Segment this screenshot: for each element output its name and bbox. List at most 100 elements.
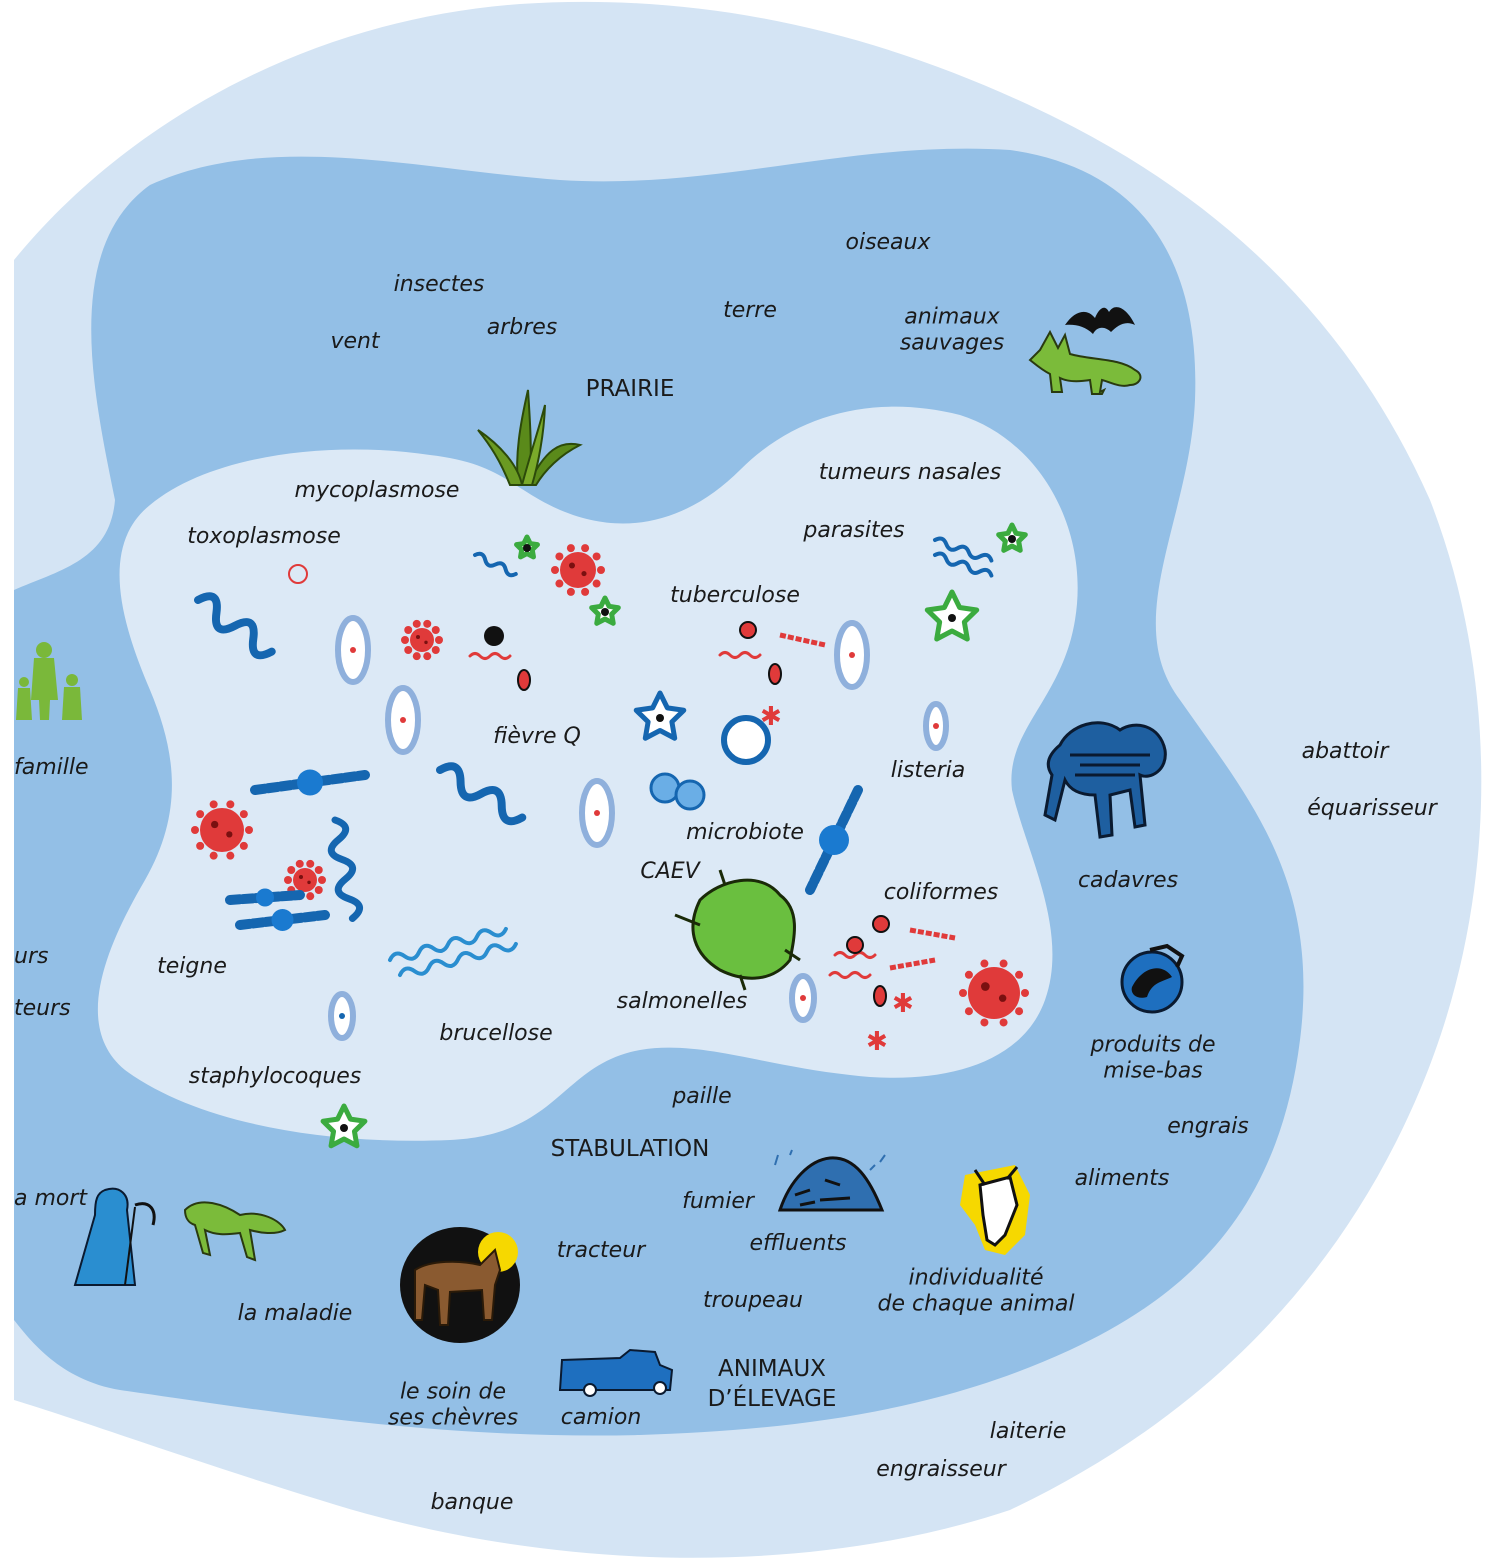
red-wave-2 [718,651,762,659]
label-mycoplasmose: mycoplasmose [294,477,460,503]
spore-6 [846,936,864,954]
virus-4 [293,868,317,892]
pathogen-illustrations: ✱✱✱ [191,522,1029,1149]
label-abattoir: abattoir [1301,738,1389,764]
cell-5-nucleus [933,723,939,729]
virus-2-spike [412,619,421,628]
cell-1-nucleus [350,647,356,653]
label-fievre-q: fièvre Q [493,723,581,749]
label-soin-chevres: le soin de ses chèvres [388,1380,518,1433]
virus-1-spike [566,544,575,553]
virus-1-spot [569,562,575,569]
bat-icon [1065,307,1135,334]
virus-5-spike [1015,1007,1024,1016]
spirochete-small-2 [933,536,994,563]
virus-5-spike [980,1018,989,1027]
spirochete-small-3 [933,551,994,578]
label-equarisseur: équarisseur [1307,795,1437,821]
virus-4-spike [295,859,304,868]
caev-virus-spikes [674,869,801,991]
virus-5-spike [964,970,973,979]
label-animaux-sauvages-line1: animaux [904,304,1000,330]
red-asterisk-3: ✱ [866,1027,888,1057]
label-engraisseur: engraisseur [876,1456,1006,1482]
label-individualite-line2: de chaque animal [877,1292,1075,1317]
spirochete-5 [398,941,518,977]
truck-icon [558,1348,674,1397]
bacteria-chain-4-node [819,825,849,855]
spirochete-2 [436,762,527,826]
label-insectes: insectes [393,271,485,297]
virus-3-spot [211,820,219,829]
virus-2-spike [431,626,440,635]
virus-1-spike [566,587,575,596]
label-tuberculose: tuberculose [670,582,800,608]
label-staphylocoques: staphylocoques [188,1063,362,1089]
virus-5-spike [964,1007,973,1016]
label-soin-line1: le soin de [399,1379,507,1405]
label-troupeau: troupeau [703,1287,803,1313]
virus-1 [560,552,596,588]
label-salmonelles: salmonelles [616,988,748,1014]
virus-2-spike [404,645,413,654]
caev-virus-cluster [691,878,796,980]
label-soin-line2: ses chèvres [387,1406,519,1431]
virus-3-spike [245,826,253,834]
bacteria-chain-1-node [297,769,323,796]
virus-4-spike [314,866,323,875]
virus-4-spot [299,875,303,879]
red-asterisk-1: ✱ [760,702,782,732]
label-tracteur: tracteur [556,1237,646,1263]
label-tumeurs-nasales: tumeurs nasales [818,459,1002,485]
virus-1-spike [581,544,590,553]
goat-skeleton-icon [1043,721,1167,839]
virus-5-spike [959,989,967,997]
label-arbres: arbres [486,314,558,340]
microbiote-cell-2 [674,779,706,811]
spirochete-small-1 [473,551,518,578]
label-oiseaux: oiseaux [845,229,931,255]
virus-1-spike [597,566,605,574]
label-produits-mise-bas: produits de mise-bas [1090,1033,1215,1086]
zone-label-prairie: PRAIRIE [585,376,675,403]
family-icon [16,642,82,720]
cell-3-nucleus [594,810,600,816]
virus-1-spike [592,552,601,561]
label-la-mort: a mort [14,1185,88,1211]
virus-3 [200,808,244,852]
label-terre: terre [723,297,777,323]
label-fumier: fumier [682,1188,754,1214]
spirochete-4 [388,926,508,962]
death-figure-icon [73,1187,156,1286]
virus-4-spike [306,892,315,901]
virus-3-spike [226,800,235,809]
virus-5-spike [980,959,989,968]
virus-5-spike [1021,989,1029,997]
virus-2-spike [423,619,432,628]
sick-goat-icon [183,1201,287,1262]
label-camion: camion [560,1404,642,1430]
cell-4-nucleus [849,652,855,658]
microbe-round [721,715,771,765]
label-famille: famille [14,754,89,780]
amoeba-green-4-core [948,614,956,622]
virus-3-spike [239,841,248,850]
label-brucellose: brucellose [439,1020,553,1046]
virus-2-spike [423,652,432,661]
label-produits-line1: produits de [1090,1032,1216,1058]
grass-icon [477,389,583,486]
virus-3-spike [226,851,235,860]
bacteria-chain-2-node [256,888,274,907]
virus-5-spot [981,982,990,991]
virus-4-spike [314,885,323,894]
label-animaux-sauvages-line2: sauvages [899,331,1005,356]
spirochete-3 [327,816,363,922]
virus-1-spike [581,587,590,596]
virus-2-spike [412,652,421,661]
virus-5 [968,967,1020,1019]
label-engrais: engrais [1167,1113,1249,1139]
label-produits-line2: mise-bas [1103,1059,1203,1084]
red-wave-1 [468,652,512,660]
